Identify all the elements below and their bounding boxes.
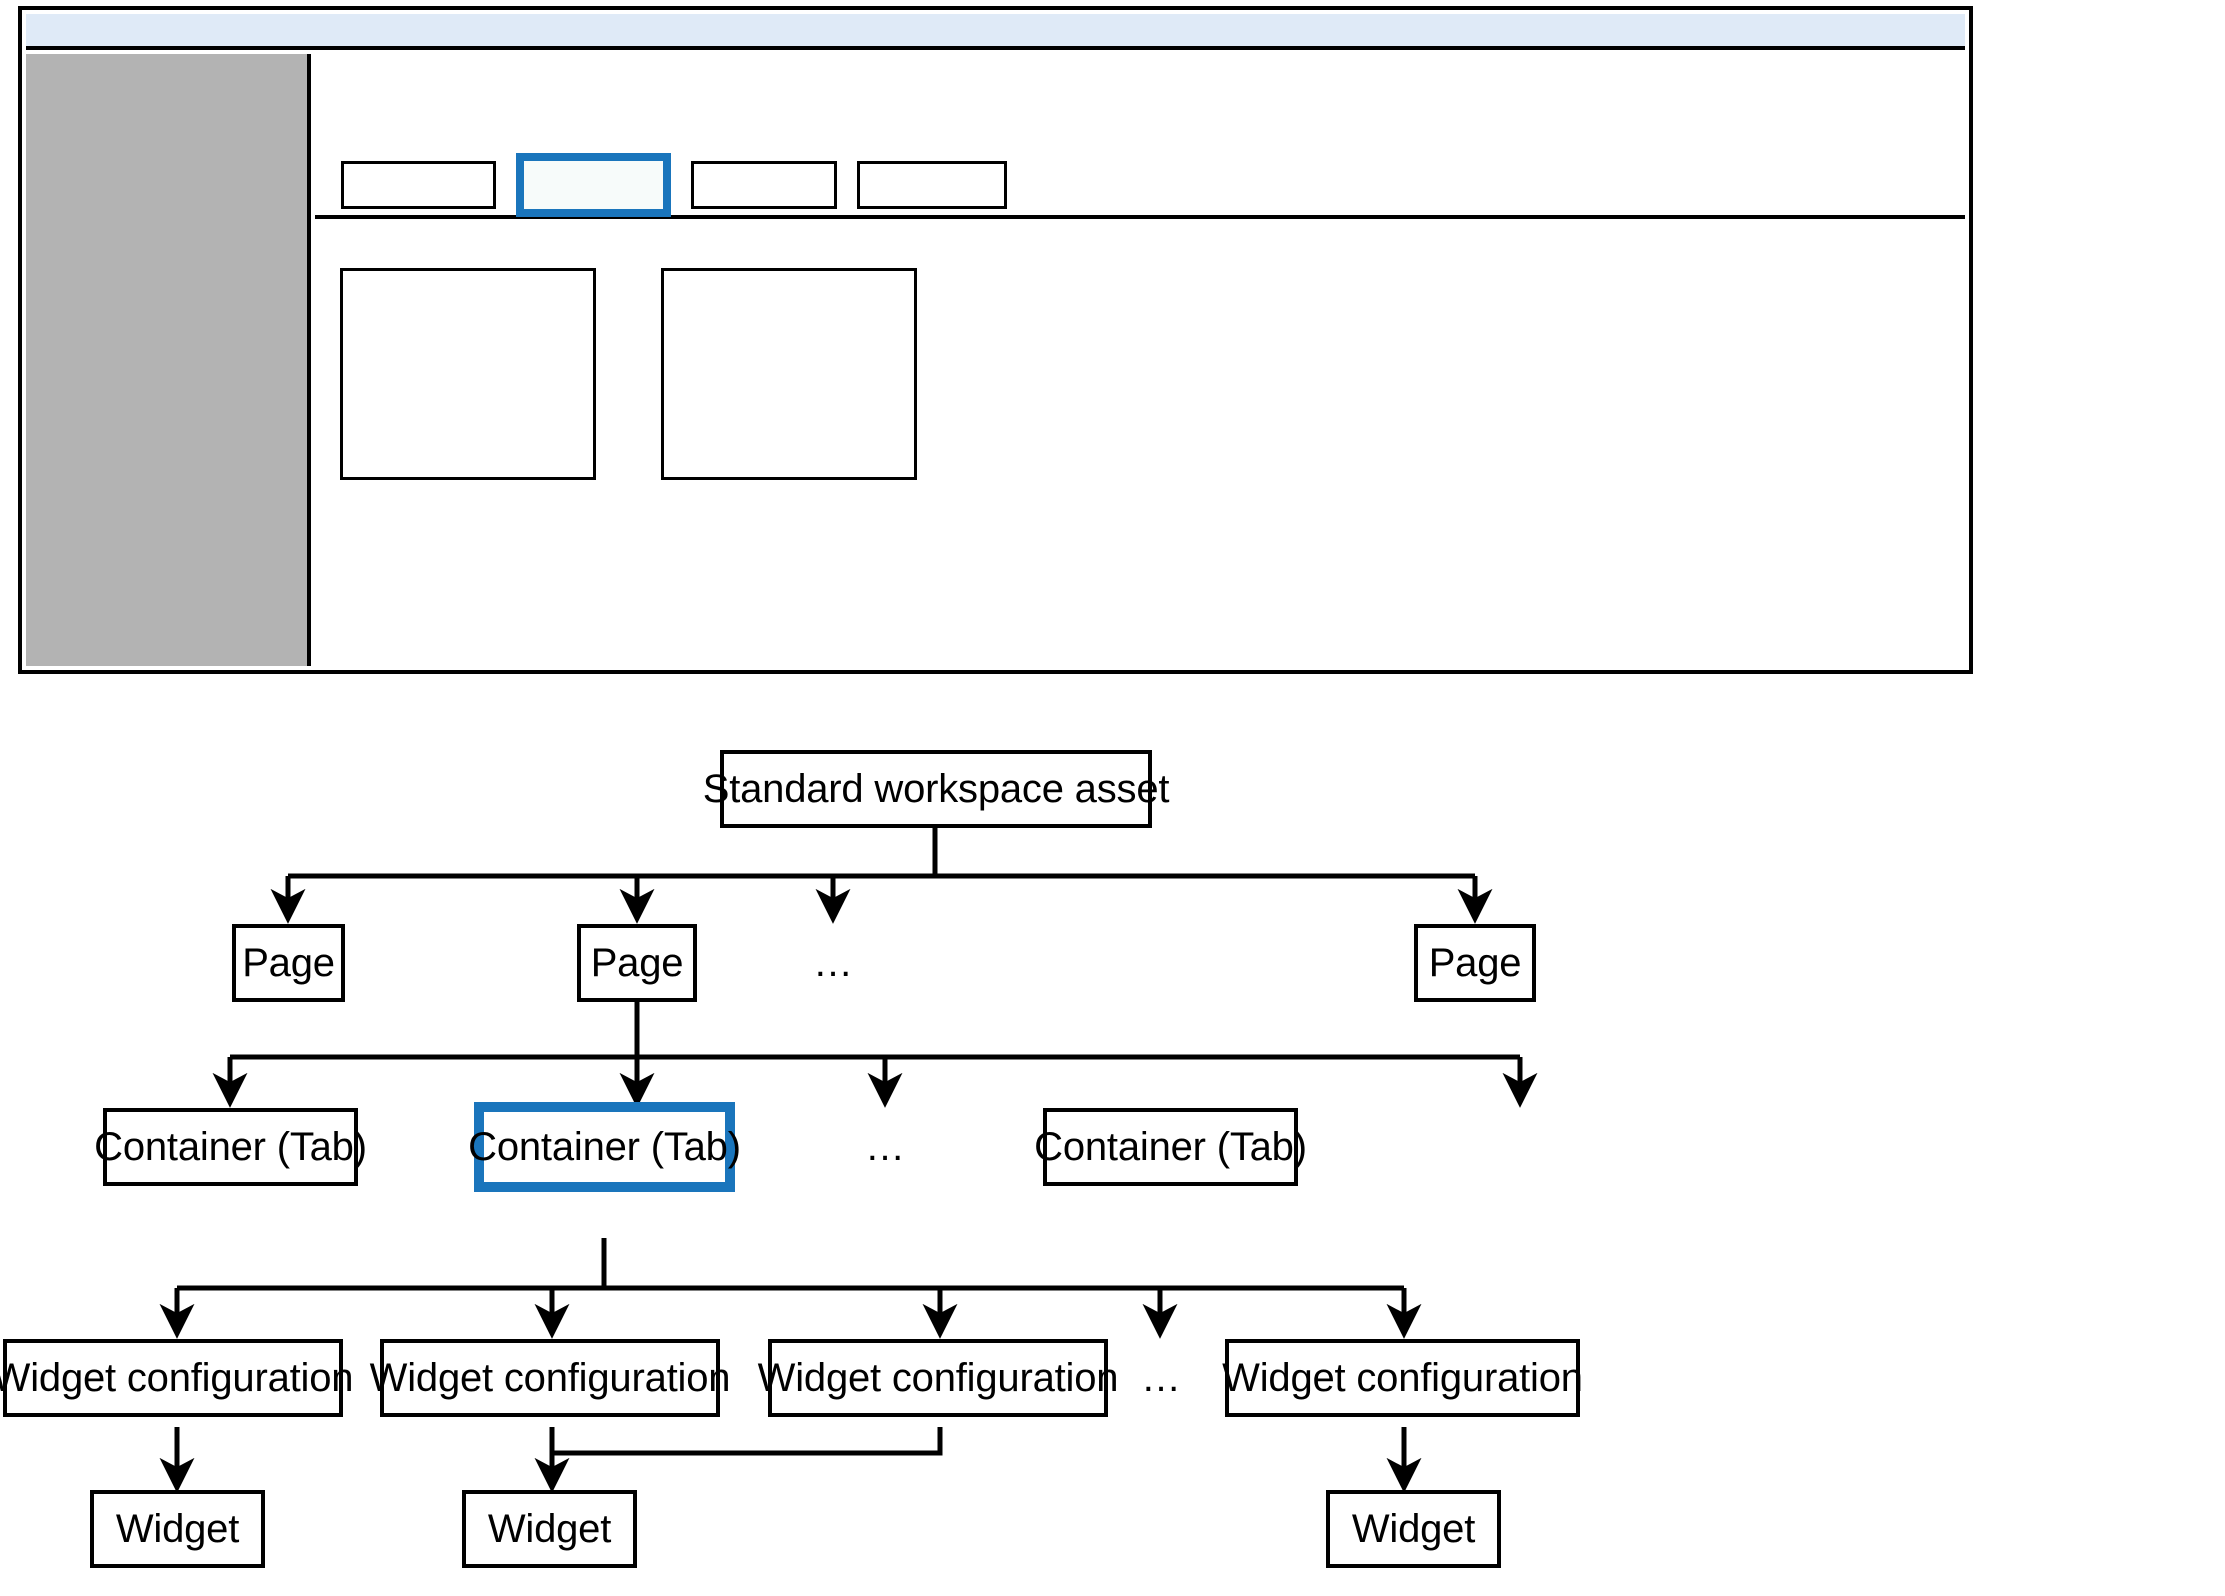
node-container-tab-3[interactable]: Container (Tab) xyxy=(1034,1108,1307,1186)
mockup-window-frame xyxy=(18,6,1973,674)
node-widget-3[interactable]: Widget xyxy=(1326,1490,1501,1568)
widget-config-row-ellipsis: … xyxy=(1122,1339,1200,1417)
node-widget-configuration-1[interactable]: Widget configuration xyxy=(0,1339,354,1417)
node-standard-workspace-asset[interactable]: Standard workspace asset xyxy=(703,750,1169,828)
mockup-tab-1[interactable] xyxy=(341,161,496,209)
container-row-ellipsis: … xyxy=(845,1108,925,1186)
asset-hierarchy-tree: Standard workspace asset Page Page … Pag… xyxy=(0,690,2225,1596)
page-row-ellipsis: … xyxy=(793,924,873,1002)
mockup-widget-2[interactable] xyxy=(661,268,917,480)
node-label: Container (Tab) xyxy=(94,1125,367,1169)
node-widget-configuration-4[interactable]: Widget configuration xyxy=(1222,1339,1583,1417)
mockup-tab-3[interactable] xyxy=(691,161,837,209)
mockup-tab-strip xyxy=(315,54,1965,219)
mockup-tab-2-selected[interactable] xyxy=(516,153,671,217)
node-widget-configuration-2[interactable]: Widget configuration xyxy=(370,1339,731,1417)
node-label: Container (Tab) xyxy=(1034,1125,1307,1169)
node-widget-configuration-3[interactable]: Widget configuration xyxy=(758,1339,1119,1417)
node-container-tab-2-selected[interactable]: Container (Tab) xyxy=(468,1102,741,1192)
mockup-widget-1[interactable] xyxy=(340,268,596,480)
workspace-wireframe-mockup xyxy=(18,6,1973,674)
node-page-1[interactable]: Page xyxy=(232,924,345,1002)
node-label: Widget configuration xyxy=(0,1356,354,1400)
node-label: Widget configuration xyxy=(1222,1356,1583,1400)
node-page-3[interactable]: Page xyxy=(1414,924,1536,1002)
node-page-2[interactable]: Page xyxy=(577,924,697,1002)
ellipsis-label: … xyxy=(865,1125,905,1169)
node-label: Widget configuration xyxy=(369,1356,731,1400)
mockup-tab-4[interactable] xyxy=(857,161,1007,209)
node-label: Page xyxy=(242,941,335,985)
node-label: Page xyxy=(1428,941,1522,985)
mockup-widget-panel xyxy=(315,223,1965,666)
node-widget-2[interactable]: Widget xyxy=(462,1490,637,1568)
node-widget-1[interactable]: Widget xyxy=(90,1490,265,1568)
node-container-tab-1[interactable]: Container (Tab) xyxy=(94,1108,367,1186)
ellipsis-label: … xyxy=(1141,1356,1181,1400)
node-label: Container (Tab) xyxy=(468,1125,741,1169)
mockup-content-area xyxy=(315,54,1965,666)
tree-connector-lines xyxy=(159,828,1538,1493)
node-label: Page xyxy=(590,941,684,985)
node-label: Widget configuration xyxy=(757,1356,1119,1400)
node-label: Widget xyxy=(1351,1507,1476,1551)
mockup-sidebar[interactable] xyxy=(26,54,311,666)
node-label: Widget xyxy=(115,1507,240,1551)
mockup-title-bar xyxy=(26,14,1965,50)
node-label: Widget xyxy=(487,1507,612,1551)
node-label: Standard workspace asset xyxy=(702,767,1170,811)
ellipsis-label: … xyxy=(813,941,853,985)
